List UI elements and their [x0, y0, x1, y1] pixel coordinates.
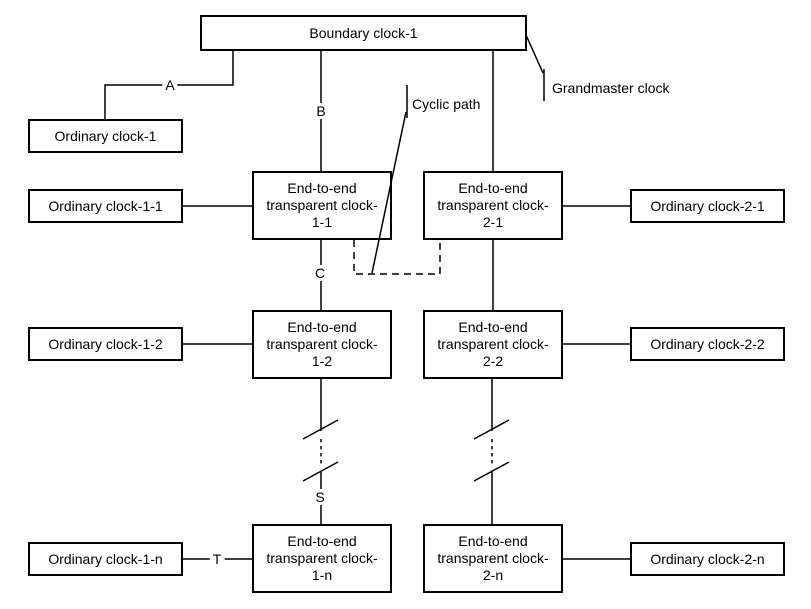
link-label-t: T [209, 551, 225, 567]
ordinary-clock-1-n-node: Ordinary clock-1-n [28, 542, 183, 576]
transparent-clock-1-2-node: End-to-end transparent clock- 1-2 [252, 310, 392, 379]
transparent-clock-1-n-node: End-to-end transparent clock- 1-n [252, 524, 392, 593]
link-label-b: B [313, 103, 329, 119]
break-slash-icon [473, 461, 510, 482]
break-slash-icon [473, 419, 510, 440]
ordinary-clock-2-n-node: Ordinary clock-2-n [630, 542, 785, 576]
transparent-clock-2-2-node: End-to-end transparent clock- 2-2 [423, 310, 563, 379]
link-label-a: A [162, 77, 178, 93]
transparent-clock-2-n-node: End-to-end transparent clock- 2-n [423, 524, 563, 593]
ordinary-clock-1-1-node: Ordinary clock-1-1 [28, 189, 183, 223]
cyclic-path-dashed-line [353, 240, 441, 275]
break-slash-icon [302, 461, 339, 482]
transparent-clock-2-1-node: End-to-end transparent clock- 2-1 [423, 171, 563, 240]
link-label-s: S [312, 489, 328, 505]
link-label-c: C [311, 265, 329, 281]
ordinary-clock-1-node: Ordinary clock-1 [28, 119, 183, 153]
transparent-clock-1-1-node: End-to-end transparent clock- 1-1 [252, 171, 392, 240]
grandmaster-clock-label: Grandmaster clock [552, 80, 670, 96]
grandmaster-leader-line [525, 34, 544, 74]
ordinary-clock-1-2-node: Ordinary clock-1-2 [28, 327, 183, 361]
cyclic-path-label: Cyclic path [412, 96, 481, 112]
boundary-clock-1-node: Boundary clock-1 [200, 15, 527, 51]
break-slash-icon [302, 419, 339, 440]
ordinary-clock-2-1-node: Ordinary clock-2-1 [630, 189, 785, 223]
ordinary-clock-2-2-node: Ordinary clock-2-2 [630, 327, 785, 361]
